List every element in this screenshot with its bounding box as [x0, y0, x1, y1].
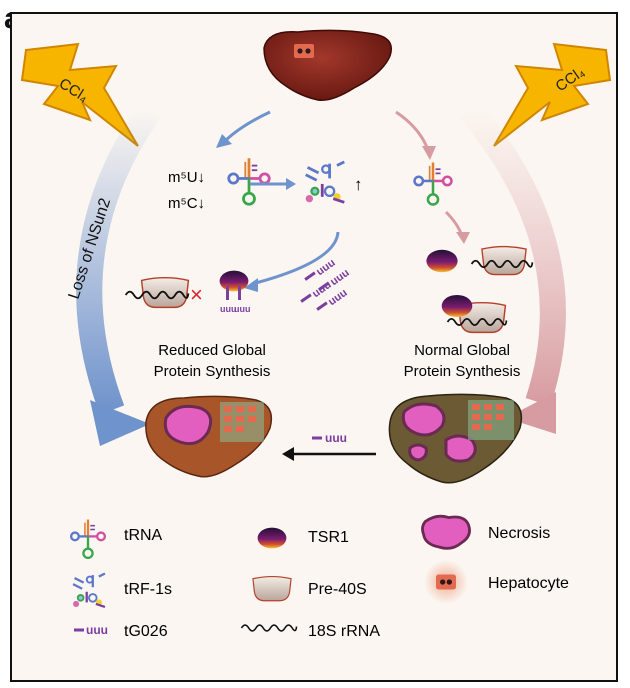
legend-rrna-icon [240, 624, 298, 632]
trf-to-ribosome-arrowhead [244, 278, 258, 292]
m5u-label: m⁵U↓ [168, 169, 205, 186]
legend-pre40s-label: Pre-40S [308, 581, 367, 598]
legend-trna-icon [69, 518, 107, 560]
legend-hepatocyte-icon [436, 574, 456, 590]
legend-hepatocyte-label: Hepatocyte [488, 575, 569, 592]
left-tsr1-bound-icon: uuu uuu [219, 270, 251, 314]
left-large-arrow [76, 102, 161, 415]
m5c-label: m⁵C↓ [168, 195, 205, 212]
legend-tsr1-icon [257, 527, 287, 549]
legend-necrosis-icon [421, 514, 471, 550]
legend-rrna-label: 18S rRNA [308, 623, 380, 640]
svg-text:uuu: uuu [234, 304, 251, 314]
legend-trf-label: tRF-1s [124, 581, 172, 598]
top-right-arrow [395, 110, 430, 151]
ccl4-bolt-right-icon [493, 43, 611, 147]
right-complex-icon [441, 294, 508, 334]
left-large-arrowhead [90, 400, 150, 446]
block-cross-icon: × [190, 282, 203, 307]
top-left-arrow [222, 110, 271, 144]
svg-text:uuu: uuu [220, 304, 237, 314]
top-right-arrowhead [422, 146, 436, 160]
right-mid-arrowhead [456, 232, 470, 244]
trf-to-ribosome-arrow [251, 231, 340, 286]
legend-trna-label: tRNA [124, 527, 163, 544]
bottom-tg026-label: uuu [325, 431, 347, 445]
trna-to-trf-arrowhead [286, 178, 296, 190]
top-left-arrowhead [216, 134, 232, 148]
right-trna-icon [413, 161, 453, 206]
legend-tsr1-label: TSR1 [308, 529, 349, 546]
right-pre40s-icon [481, 245, 527, 276]
trna-icon [227, 156, 271, 206]
right-tsr1-icon [426, 249, 458, 273]
legend: tRNA TSR1 Necrosis tRF-1s Pre-40S Hepato… [69, 514, 569, 640]
reduced-synthesis-line2: Protein Synthesis [154, 363, 271, 380]
legend-necrosis-label: Necrosis [488, 525, 550, 542]
trf-icon [304, 160, 346, 204]
right-large-arrowhead [506, 392, 556, 434]
trf-up-arrow: ↑ [354, 175, 363, 194]
legend-pre40s-icon [252, 575, 292, 602]
legend-tg026-label: tG026 [124, 623, 168, 640]
right-bottom-liver-icon [388, 393, 523, 484]
normal-synthesis-line2: Protein Synthesis [404, 363, 521, 380]
top-liver-icon [263, 29, 393, 101]
reduced-synthesis-line1: Reduced Global [158, 342, 266, 359]
legend-tg026-prefix: uuu [86, 623, 108, 637]
right-large-arrow [460, 101, 566, 407]
left-bottom-liver-icon [145, 395, 273, 478]
normal-synthesis-line1: Normal Global [414, 342, 510, 359]
legend-trf-icon [71, 572, 107, 609]
bottom-arrowhead [282, 447, 294, 461]
